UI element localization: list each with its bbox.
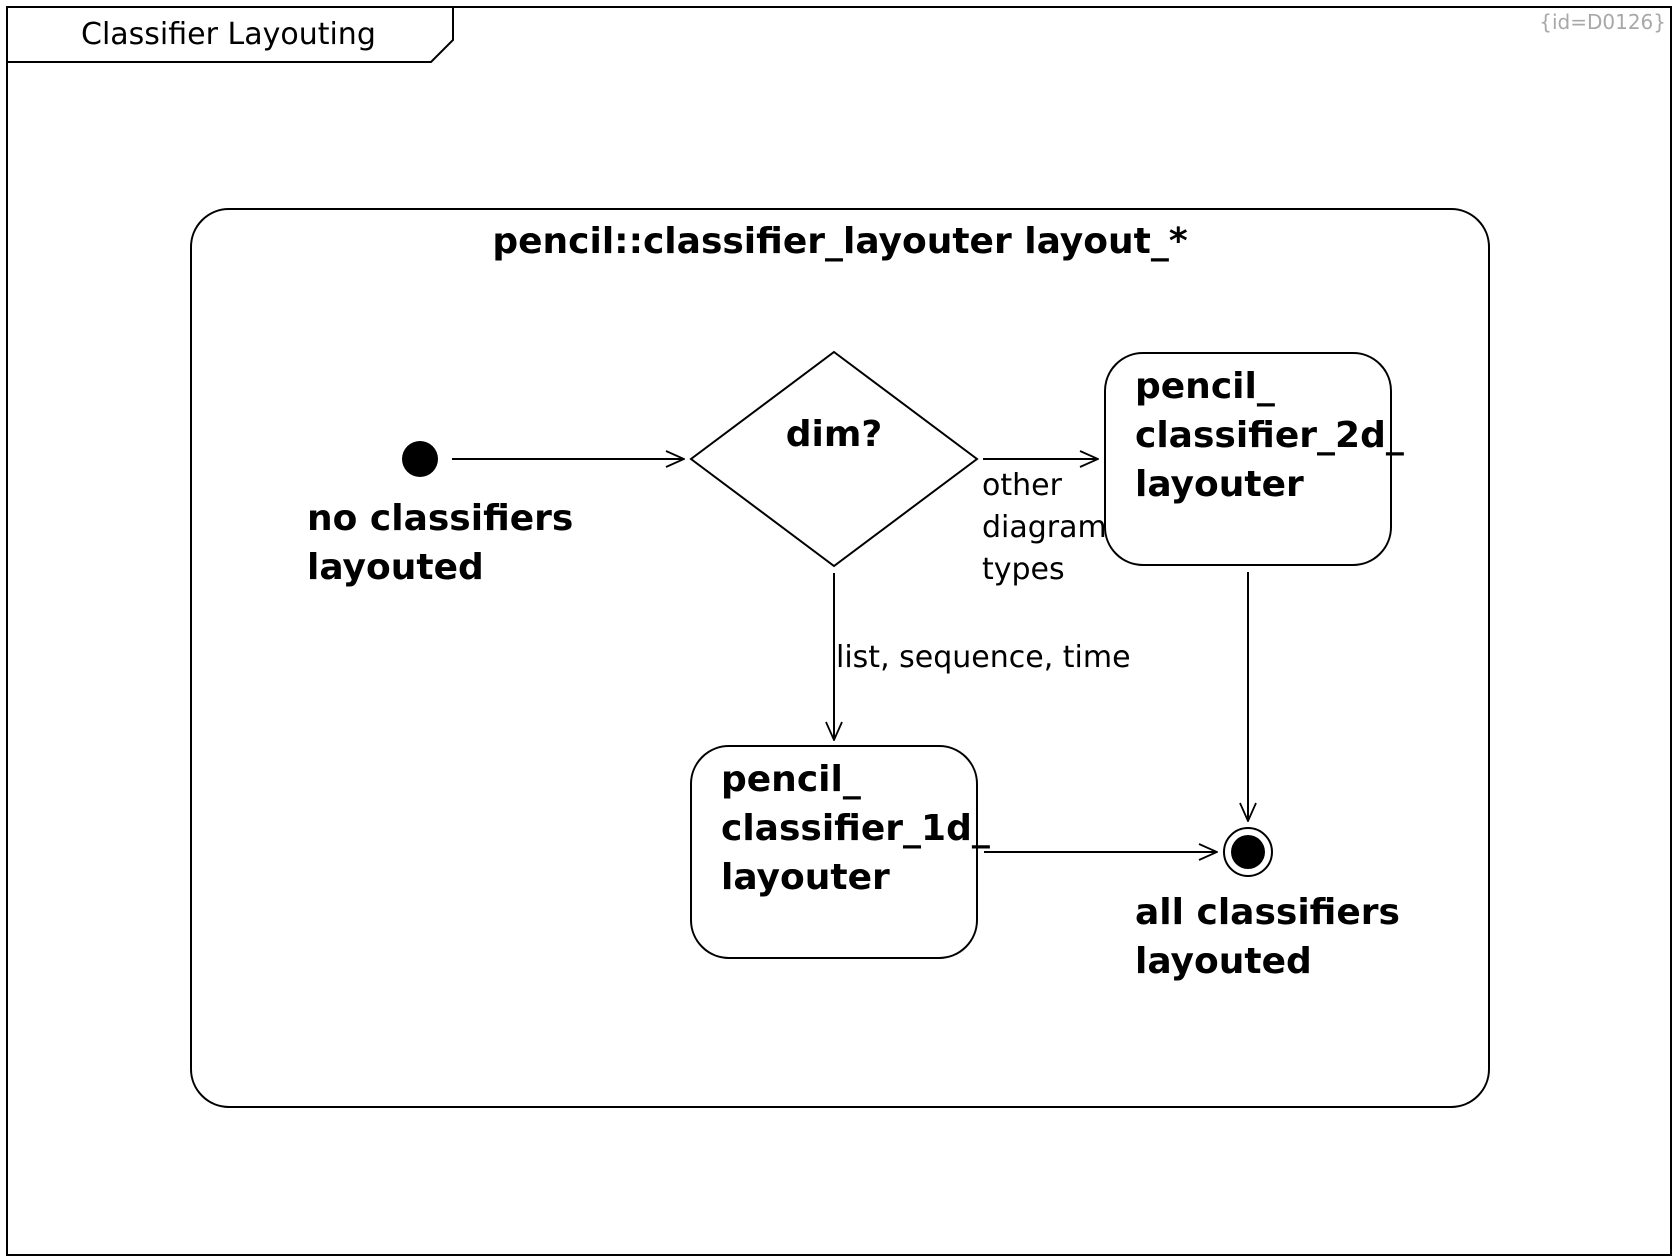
composite-state-region[interactable] <box>190 208 1490 1108</box>
state-classifier-2d-layouter[interactable] <box>1104 352 1392 566</box>
state-classifier-1d-layouter[interactable] <box>690 745 978 959</box>
region-title: pencil::classifier_layouter layout_* <box>492 221 1188 262</box>
final-node-label: all classifiers layouted <box>1135 892 1400 982</box>
state-2d-label: pencil_ classifier_2d_ layouter <box>1135 366 1404 505</box>
state-1d-label: pencil_ classifier_1d_ layouter <box>721 759 990 898</box>
decision-node[interactable] <box>689 350 979 568</box>
frame-title: Classifier Layouting <box>81 17 376 52</box>
initial-node[interactable] <box>402 441 438 477</box>
diagram-frame <box>6 6 1672 1256</box>
guard-list-sequence-time: list, sequence, time <box>836 640 1131 675</box>
frame-title-tab <box>7 7 454 63</box>
final-node[interactable] <box>1231 835 1265 869</box>
guard-other-diagram-types: other diagram types <box>982 468 1107 587</box>
initial-node-label: no classifiers layouted <box>307 498 574 588</box>
decision-label: dim? <box>785 414 883 455</box>
diagram-id: {id=D0126} <box>1539 10 1666 34</box>
final-node-ring <box>1223 827 1273 877</box>
